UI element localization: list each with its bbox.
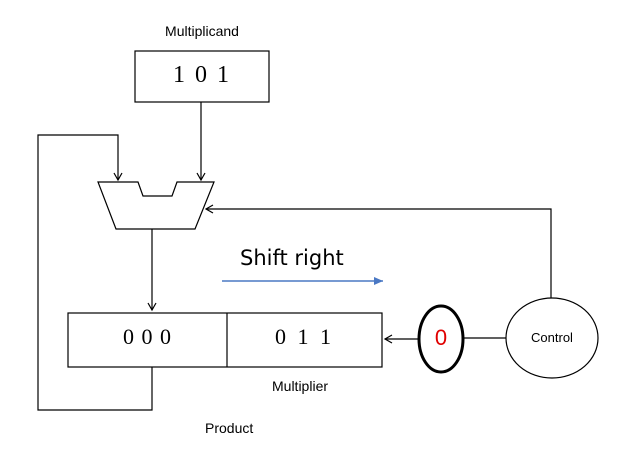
multiplicand-label: Multiplicand bbox=[165, 23, 239, 39]
product-low-value: 0 1 1 bbox=[275, 324, 334, 349]
lsb-bit-value: 0 bbox=[434, 325, 448, 350]
product-feedback-wire bbox=[37, 134, 153, 411]
multiplicand-register bbox=[134, 50, 270, 103]
alu-adder bbox=[97, 181, 215, 230]
multiplier-label: Multiplier bbox=[272, 378, 329, 394]
control-label: Control bbox=[531, 330, 573, 345]
multiplicand-value: 1 0 1 bbox=[173, 62, 231, 88]
product-register bbox=[67, 312, 383, 368]
control-to-alu-wire bbox=[204, 204, 552, 299]
shift-right-label: Shift right bbox=[240, 246, 344, 270]
product-label: Product bbox=[205, 420, 254, 436]
product-high-value: 0 0 0 bbox=[123, 324, 172, 349]
